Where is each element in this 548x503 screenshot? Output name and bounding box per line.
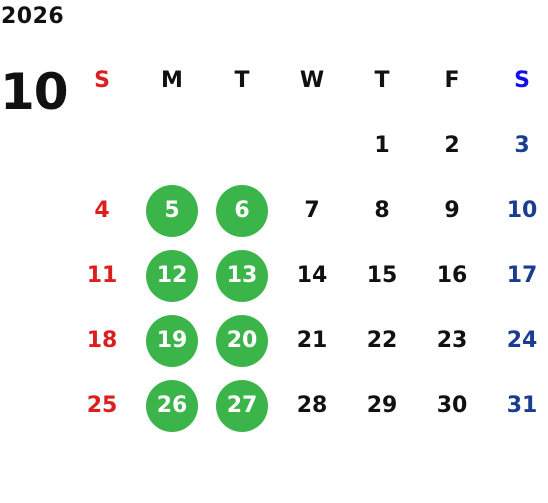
weekday-header-sun: S: [67, 48, 137, 113]
day-number: 28: [296, 392, 328, 418]
day-cell: 25: [67, 373, 137, 438]
week-row-1: 1 2 3: [67, 113, 548, 178]
calendar-grid: S M T W T F S 1 2 3 4 5 6 7 8 9 10 11 12…: [67, 48, 548, 438]
day-number: 18: [86, 327, 118, 353]
day-number: 29: [366, 392, 398, 418]
day-number: 10: [506, 197, 538, 223]
weekday-header-wed: W: [277, 48, 347, 113]
day-cell: 2: [417, 113, 487, 178]
day-number: 8: [374, 197, 390, 223]
day-cell: 23: [417, 308, 487, 373]
day-number: 17: [506, 262, 538, 288]
weekday-label: S: [94, 67, 110, 93]
weekday-header-fri: F: [417, 48, 487, 113]
weekday-header-mon: M: [137, 48, 207, 113]
week-row-4: 18 19 20 21 22 23 24: [67, 308, 548, 373]
day-number-highlighted: 13: [216, 249, 268, 302]
day-cell-highlighted: 6: [207, 178, 277, 243]
day-number: [146, 120, 198, 172]
day-number: 3: [514, 132, 530, 158]
day-cell: 10: [487, 178, 548, 243]
weekday-label: T: [234, 67, 250, 93]
day-cell: 4: [67, 178, 137, 243]
weekday-label: S: [514, 67, 530, 93]
day-cell: 7: [277, 178, 347, 243]
day-number: [76, 120, 128, 172]
day-number: 16: [436, 262, 468, 288]
month-label: 10: [0, 63, 69, 121]
day-cell-highlighted: 5: [137, 178, 207, 243]
day-cell-highlighted: 26: [137, 373, 207, 438]
day-cell: 3: [487, 113, 548, 178]
day-cell: 1: [347, 113, 417, 178]
weekday-label: M: [161, 67, 183, 93]
day-number-highlighted: 6: [216, 184, 268, 237]
day-number: [216, 120, 268, 172]
day-number: 25: [86, 392, 118, 418]
day-number: 21: [296, 327, 328, 353]
day-number-highlighted: 12: [146, 249, 198, 302]
day-cell: 17: [487, 243, 548, 308]
day-cell-highlighted: 13: [207, 243, 277, 308]
day-number: 23: [436, 327, 468, 353]
day-cell-highlighted: 20: [207, 308, 277, 373]
day-cell: 14: [277, 243, 347, 308]
weekday-label: F: [444, 67, 460, 93]
day-cell-highlighted: 27: [207, 373, 277, 438]
day-cell: [207, 113, 277, 178]
weekday-header-tue: T: [207, 48, 277, 113]
weekday-header-row: S M T W T F S: [67, 48, 548, 113]
day-cell: 28: [277, 373, 347, 438]
day-number: 1: [374, 132, 390, 158]
day-number-highlighted: 20: [216, 314, 268, 367]
weekday-label: T: [374, 67, 390, 93]
day-cell: 22: [347, 308, 417, 373]
day-number: 14: [296, 262, 328, 288]
day-cell: 8: [347, 178, 417, 243]
day-cell: [137, 113, 207, 178]
week-row-5: 25 26 27 28 29 30 31: [67, 373, 548, 438]
day-number: 4: [94, 197, 110, 223]
weekday-header-thu: T: [347, 48, 417, 113]
day-cell: 31: [487, 373, 548, 438]
day-cell-highlighted: 19: [137, 308, 207, 373]
day-number: 15: [366, 262, 398, 288]
day-cell: 18: [67, 308, 137, 373]
week-row-2: 4 5 6 7 8 9 10: [67, 178, 548, 243]
day-number: 11: [86, 262, 118, 288]
day-number: 9: [444, 197, 460, 223]
day-cell: 9: [417, 178, 487, 243]
day-number-highlighted: 19: [146, 314, 198, 367]
day-cell: [67, 113, 137, 178]
year-label: 2026: [1, 4, 65, 29]
day-number-highlighted: 5: [146, 184, 198, 237]
day-cell: 30: [417, 373, 487, 438]
week-row-3: 11 12 13 14 15 16 17: [67, 243, 548, 308]
day-number: 31: [506, 392, 538, 418]
day-number-highlighted: 26: [146, 379, 198, 432]
day-number-highlighted: 27: [216, 379, 268, 432]
day-number: 30: [436, 392, 468, 418]
day-cell: 21: [277, 308, 347, 373]
day-number: 22: [366, 327, 398, 353]
day-cell: 15: [347, 243, 417, 308]
day-cell-highlighted: 12: [137, 243, 207, 308]
day-cell: 16: [417, 243, 487, 308]
weekday-header-sat: S: [487, 48, 548, 113]
day-cell: [277, 113, 347, 178]
day-number: 7: [304, 197, 320, 223]
day-number: 24: [506, 327, 538, 353]
day-cell: 24: [487, 308, 548, 373]
weekday-label: W: [299, 67, 325, 93]
day-number: 2: [444, 132, 460, 158]
day-number: [286, 120, 338, 172]
day-cell: 11: [67, 243, 137, 308]
day-cell: 29: [347, 373, 417, 438]
